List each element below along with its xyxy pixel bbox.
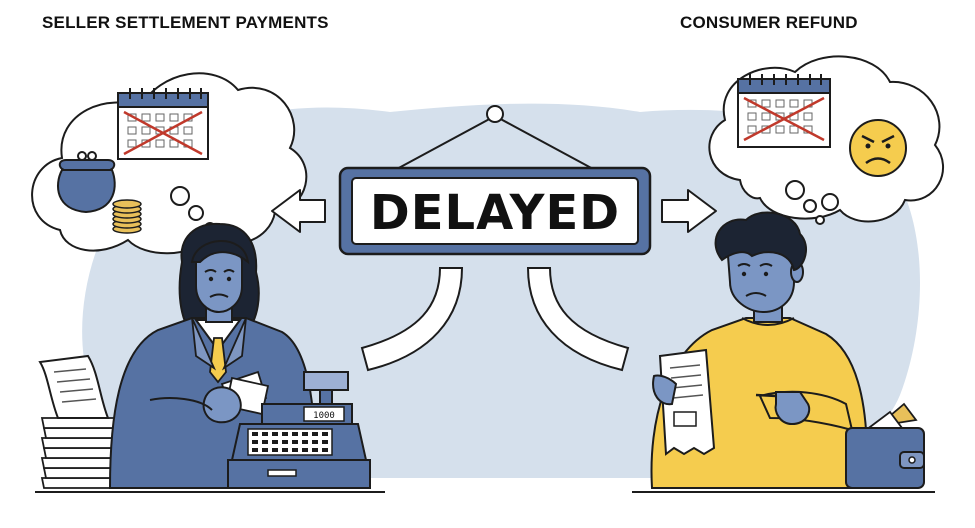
crossed-calendar-icon bbox=[117, 88, 209, 160]
consumer-refund-heading: CONSUMER REFUND bbox=[680, 13, 858, 32]
right-arrow-icon bbox=[661, 189, 717, 233]
crossed-calendar-icon bbox=[737, 74, 831, 148]
delayed-sign: DELAYED bbox=[338, 105, 652, 372]
consumer-thought-bubble bbox=[708, 55, 945, 225]
coin-stack-icon bbox=[112, 199, 142, 234]
cash-register-icon: 1000 bbox=[227, 371, 371, 489]
seller-settlement-heading: SELLER SETTLEMENT PAYMENTS bbox=[42, 13, 329, 32]
receipt-icon bbox=[652, 348, 716, 456]
left-arrow-icon bbox=[271, 189, 326, 233]
seller-thought-bubble bbox=[31, 72, 308, 255]
angry-face-icon bbox=[849, 119, 907, 177]
purse-icon bbox=[57, 151, 116, 214]
register-display: 1000 bbox=[313, 411, 335, 421]
wallet-icon bbox=[845, 402, 925, 489]
delayed-label: DELAYED bbox=[370, 185, 620, 241]
